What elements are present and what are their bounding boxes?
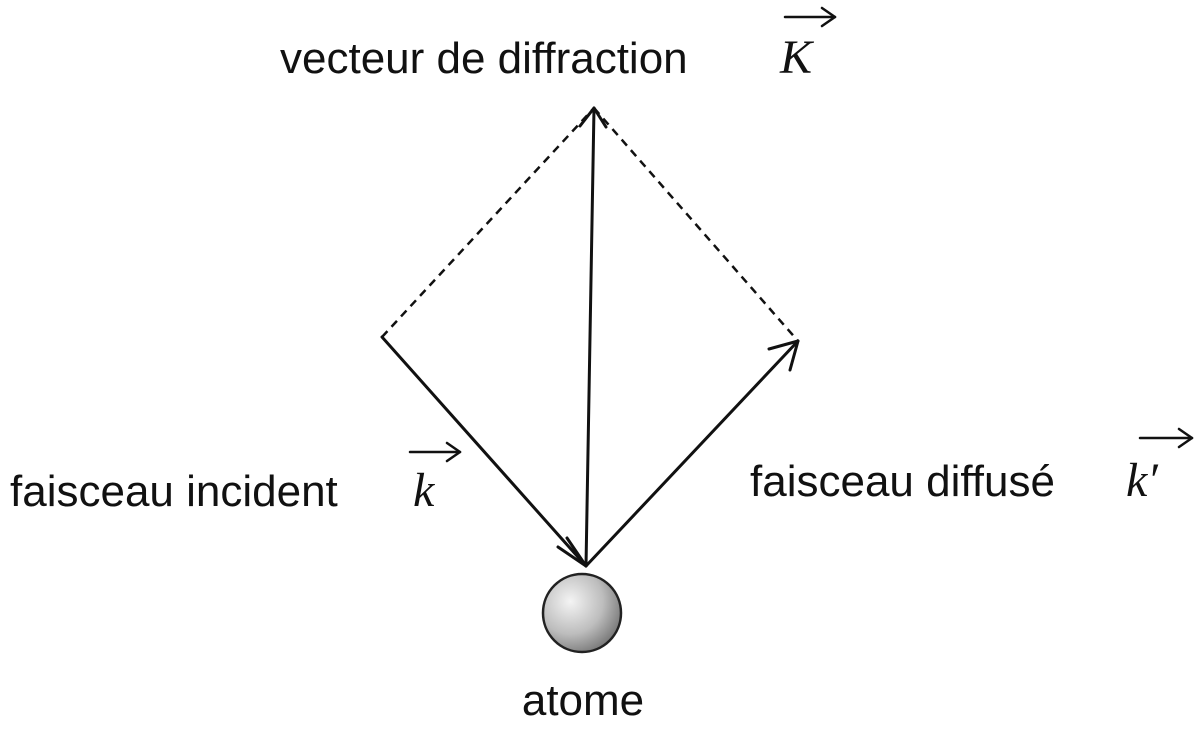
dashed-line-left — [381, 107, 595, 338]
diffraction-vector-symbol: K — [779, 31, 815, 84]
scattered-beam-arrow — [584, 339, 800, 568]
incident-beam-label: faisceau incident — [10, 467, 338, 516]
atom-sphere — [541, 572, 623, 654]
incident-beam-overarrow-icon — [408, 441, 462, 463]
scattered-beam-symbol: k′ — [1126, 454, 1159, 507]
dashed-line-right — [593, 107, 799, 342]
atom-label: atome — [522, 676, 644, 725]
scattered-beam-label: faisceau diffusé — [750, 457, 1055, 506]
diffraction-vector-label: vecteur de diffraction — [280, 34, 688, 83]
diffraction-vector-overarrow-icon — [783, 6, 837, 28]
diffraction-vector-arrow — [578, 106, 608, 568]
incident-beam-symbol: k — [413, 464, 436, 517]
scattered-beam-overarrow-icon — [1138, 427, 1194, 449]
